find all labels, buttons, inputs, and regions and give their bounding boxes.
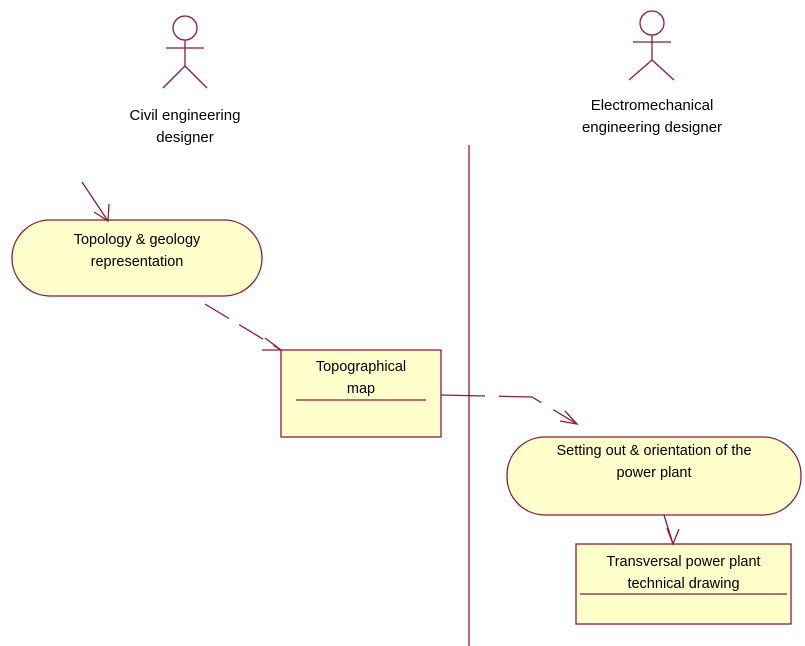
object-transversal-drawing-label-line2: technical drawing [627, 576, 740, 592]
actor-civil-label-line1: Civil engineering [129, 107, 241, 124]
flow-start-to-topology [81, 181, 110, 223]
activity-topology[interactable] [11, 219, 263, 297]
actor-electromechanical-label: Electromechanical engineering designer [542, 95, 762, 139]
object-transversal-drawing[interactable] [575, 543, 792, 625]
actor-electromechanical-icon[interactable] [628, 10, 675, 81]
object-transversal-drawing-label: Transversal power plant technical drawin… [576, 551, 791, 595]
activity-topology-label-line1: Topology & geology [73, 232, 201, 248]
actor-electromechanical-label-line1: Electromechanical [590, 97, 714, 114]
object-transversal-drawing-label-line1: Transversal power plant [606, 554, 761, 570]
activity-setting-out-label-line2: power plant [616, 465, 692, 481]
flow-setting-out-to-drawing [663, 514, 680, 546]
activity-topology-label: Topology & geology representation [12, 229, 262, 273]
object-topographical-map-label-line2: map [346, 381, 376, 397]
actor-civil-label: Civil engineering designer [75, 105, 295, 149]
activity-topology-label-line2: representation [90, 254, 184, 270]
activity-setting-out-label: Setting out & orientation of the power p… [507, 440, 801, 484]
actor-civil-label-line2: designer [156, 129, 214, 146]
actor-civil-icon[interactable] [162, 15, 208, 89]
object-topographical-map-label-line1: Topographical [315, 359, 407, 375]
actor-electromechanical-label-line2: engineering designer [581, 119, 723, 136]
flow-topology-to-map [204, 303, 283, 351]
object-topographical-map-label: Topographical map [281, 356, 441, 400]
activity-setting-out[interactable] [506, 436, 802, 516]
flow-map-to-setting-out [440, 394, 579, 425]
activity-setting-out-label-line1: Setting out & orientation of the [556, 443, 752, 459]
object-topographical-map[interactable] [280, 349, 442, 438]
